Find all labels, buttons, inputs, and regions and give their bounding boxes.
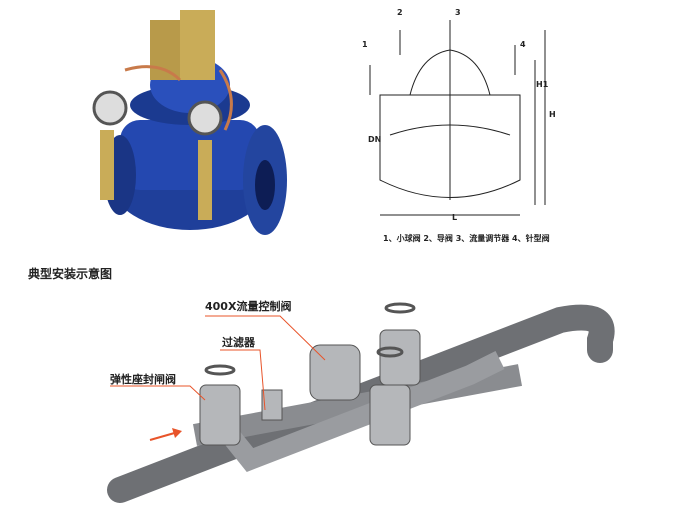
label-flow-control-valve: 400X流量控制阀 — [205, 300, 292, 313]
install-title: 典型安装示意图 — [28, 267, 113, 281]
callout-4: 4 — [520, 40, 526, 49]
flow-arrow-icon — [149, 431, 179, 441]
dim-H: H — [549, 110, 556, 119]
installation-diagram — [107, 302, 615, 503]
callout-2: 2 — [397, 8, 403, 17]
dim-DN: DN — [368, 135, 382, 144]
dim-L: L — [452, 213, 458, 222]
callout-1: 1 — [362, 40, 368, 49]
valve-photo — [92, 10, 287, 235]
drawing-caption: 1、小球阀 2、导阀 3、流量调节器 4、针型阀 — [383, 234, 550, 243]
label-gate-valve: 弹性座封闸阀 — [110, 373, 176, 386]
label-filter: 过滤器 — [222, 336, 255, 349]
dim-H1: H1 — [536, 80, 549, 89]
valve-cross-section-drawing — [369, 20, 546, 216]
callout-3: 3 — [455, 8, 461, 17]
